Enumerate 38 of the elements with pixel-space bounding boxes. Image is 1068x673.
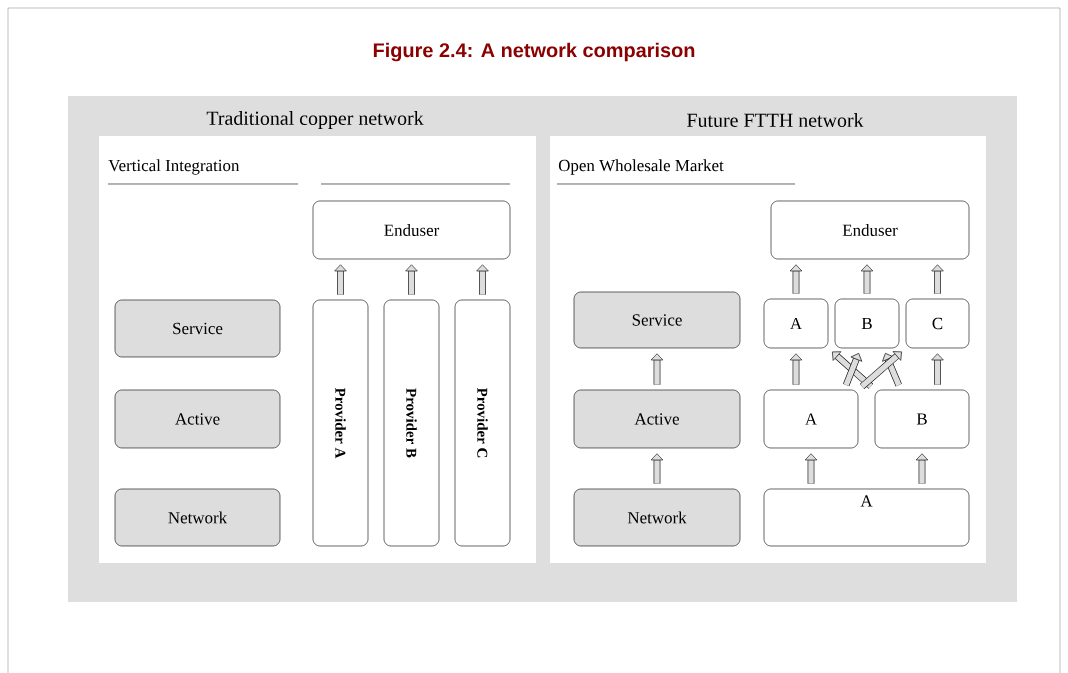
panel-heading: Future FTTH network: [687, 113, 864, 127]
rounded-box: Enduser: [770, 200, 970, 260]
section-heading: Open Wholesale Market: [558, 159, 724, 175]
section-heading: Vertical Integration: [108, 159, 240, 175]
block-arrow: [476, 264, 489, 295]
block-arrow: [860, 264, 874, 294]
block-arrow: [334, 264, 347, 295]
block-arrow: [804, 453, 818, 484]
rounded-box: A: [763, 389, 859, 449]
provider-bar: Provider A: [312, 299, 369, 547]
provider-bar: Provider B: [383, 299, 440, 547]
block-arrow: [405, 264, 418, 295]
layer-box: Service: [114, 299, 281, 358]
panel-heading: Traditional copper network: [206, 110, 424, 129]
layer-box: Network: [114, 488, 281, 547]
rounded-box: B: [874, 389, 970, 449]
rounded-box: A: [763, 298, 829, 349]
block-arrow: [789, 353, 803, 385]
block-arrow: [650, 453, 664, 484]
block-arrow: [915, 453, 929, 484]
block-arrow: [789, 264, 803, 294]
block-arrow: [859, 351, 902, 389]
layer-box: A: [763, 488, 970, 547]
layer-box: Active: [114, 389, 281, 449]
block-arrow: [832, 351, 874, 389]
rounded-box: Enduser: [312, 200, 511, 260]
provider-bar: Provider C: [454, 299, 511, 547]
block-arrow: [882, 353, 902, 387]
rounded-box: B: [834, 298, 900, 349]
layer-box: Service: [573, 291, 741, 349]
block-arrow: [843, 353, 863, 387]
block-arrow: [931, 264, 944, 294]
rounded-box: C: [905, 298, 970, 349]
layer-box: Network: [573, 488, 741, 547]
layer-box: Active: [573, 389, 741, 449]
block-arrow: [931, 353, 944, 385]
figure-title: Figure 2.4: A network comparison: [373, 42, 695, 62]
block-arrow: [650, 353, 664, 385]
